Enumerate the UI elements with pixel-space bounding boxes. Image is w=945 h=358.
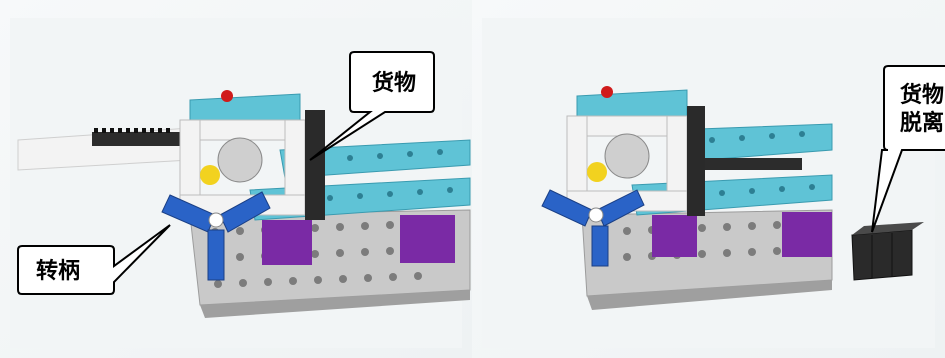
purple-block [400, 215, 455, 263]
callout-cargo-detached: 货物 脱离 [871, 65, 945, 233]
purple-block [782, 212, 832, 257]
yellow-part [587, 162, 607, 182]
yellow-part [200, 165, 220, 185]
purple-block [652, 215, 697, 257]
blue-crank [541, 189, 645, 267]
red-part [601, 86, 613, 98]
red-part [221, 90, 233, 102]
callout-handle: 转柄 [17, 224, 171, 295]
gear [604, 133, 650, 179]
left-lego-scene: 货物 转柄 [0, 0, 472, 358]
gray-base-plate [581, 209, 833, 310]
callout-cargo: 货物 [309, 51, 435, 161]
white-frame [566, 106, 705, 216]
callout-detached-line1: 货物 [900, 82, 944, 108]
white-frame [179, 110, 325, 220]
blue-crank [161, 191, 271, 281]
rack [692, 158, 802, 170]
right-lego-scene: 货物 脱离 [472, 0, 945, 358]
right-photo-panel: 货物 脱离 [472, 0, 945, 358]
black-cargo-block [851, 222, 924, 281]
callout-cargo-text: 货物 [372, 70, 416, 96]
purple-block [262, 220, 312, 265]
callout-handle-text: 转柄 [36, 258, 80, 284]
left-photo-panel: 货物 转柄 [0, 0, 472, 358]
white-beam-rack [17, 127, 192, 171]
gear [217, 137, 263, 183]
callout-detached-line2: 脱离 [900, 110, 944, 136]
